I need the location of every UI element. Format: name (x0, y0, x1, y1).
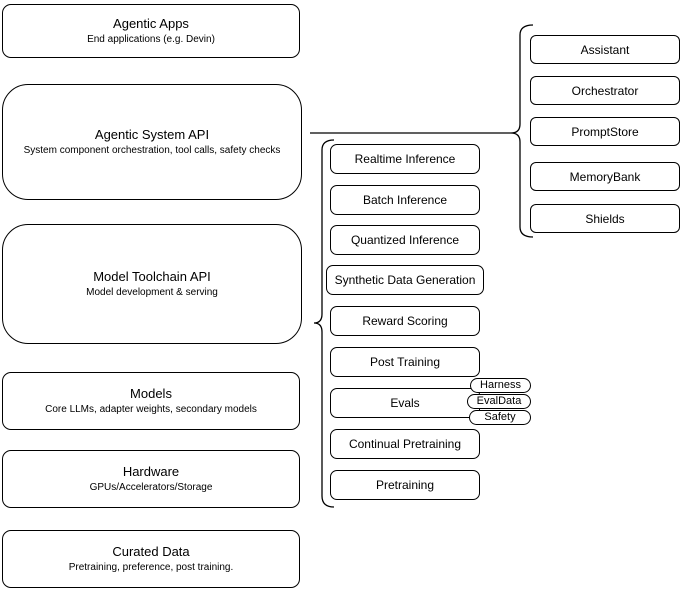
node-memorybank: MemoryBank (530, 162, 680, 191)
node-title: Curated Data (112, 544, 190, 559)
node-title: Agentic Apps (113, 16, 189, 31)
node-subtitle: GPUs/Accelerators/Storage (89, 482, 213, 493)
node-curated-data: Curated Data Pretraining, preference, po… (2, 530, 300, 588)
node-post-training: Post Training (330, 347, 480, 377)
node-hardware: Hardware GPUs/Accelerators/Storage (2, 450, 300, 508)
node-agentic-system-api: Agentic System API System component orch… (2, 84, 302, 200)
node-evals-harness: Harness (470, 378, 531, 393)
node-continual-pretraining: Continual Pretraining (330, 429, 480, 459)
node-model-toolchain-api: Model Toolchain API Model development & … (2, 224, 302, 344)
node-title: Agentic System API (94, 127, 210, 142)
node-subtitle: Model development & serving (86, 287, 218, 298)
node-subtitle: Pretraining, preference, post training. (68, 562, 234, 573)
node-pretraining: Pretraining (330, 470, 480, 500)
node-quantized-inference: Quantized Inference (330, 225, 480, 255)
node-evals-safety: Safety (469, 410, 531, 425)
node-realtime-inference: Realtime Inference (330, 144, 480, 174)
node-promptstore: PromptStore (530, 117, 680, 146)
node-title: Hardware (122, 464, 180, 479)
node-subtitle: Core LLMs, adapter weights, secondary mo… (45, 404, 257, 415)
node-subtitle: System component orchestration, tool cal… (23, 145, 281, 156)
node-evals: Evals (330, 388, 480, 418)
node-shields: Shields (530, 204, 680, 233)
bracket-system-components (510, 24, 534, 238)
node-title: Model Toolchain API (93, 269, 211, 284)
node-models: Models Core LLMs, adapter weights, secon… (2, 372, 300, 430)
node-evals-evaldata: EvalData (467, 394, 531, 409)
node-batch-inference: Batch Inference (330, 185, 480, 215)
node-subtitle: End applications (e.g. Devin) (87, 34, 215, 45)
bracket-toolchain-services (313, 139, 335, 508)
node-title: Models (130, 386, 172, 401)
node-synthetic-data-generation: Synthetic Data Generation (326, 265, 484, 295)
node-reward-scoring: Reward Scoring (330, 306, 480, 336)
node-agentic-apps: Agentic Apps End applications (e.g. Devi… (2, 4, 300, 58)
node-assistant: Assistant (530, 35, 680, 64)
node-orchestrator: Orchestrator (530, 76, 680, 105)
